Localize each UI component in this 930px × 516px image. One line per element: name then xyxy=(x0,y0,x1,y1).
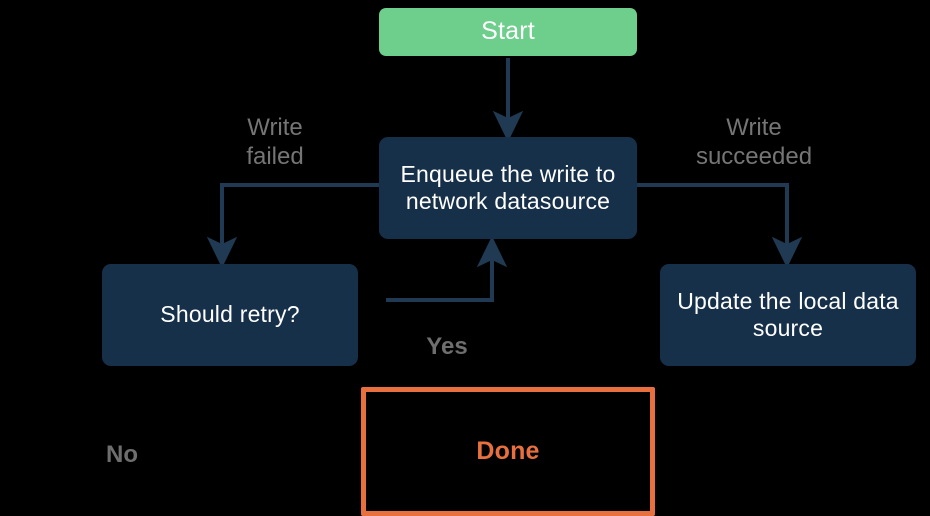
edge-label-no: No xyxy=(106,441,138,468)
node-start[interactable]: Start xyxy=(379,8,637,56)
edge-label-write-failed: Write failed xyxy=(246,114,304,170)
edge-label-yes: Yes xyxy=(426,333,468,360)
edge-should-retry-to-enqueue xyxy=(386,235,508,302)
node-done[interactable]: Done xyxy=(361,387,655,516)
edge-enqueue-to-should-retry xyxy=(206,183,379,269)
node-start-label: Start xyxy=(481,17,535,46)
node-should-retry-label: Should retry? xyxy=(160,301,300,328)
node-update-local-datasource[interactable]: Update the local data source xyxy=(660,264,916,366)
node-update-local-datasource-label: Update the local data source xyxy=(677,287,899,341)
node-enqueue-write-label: Enqueue the write to network datasource xyxy=(400,160,616,214)
node-should-retry[interactable]: Should retry? xyxy=(102,264,358,366)
node-done-label: Done xyxy=(476,436,540,465)
edge-label-write-succeeded: Write succeeded xyxy=(695,114,813,170)
node-enqueue-write[interactable]: Enqueue the write to network datasource xyxy=(379,137,637,239)
edge-enqueue-to-update-local xyxy=(637,183,803,269)
